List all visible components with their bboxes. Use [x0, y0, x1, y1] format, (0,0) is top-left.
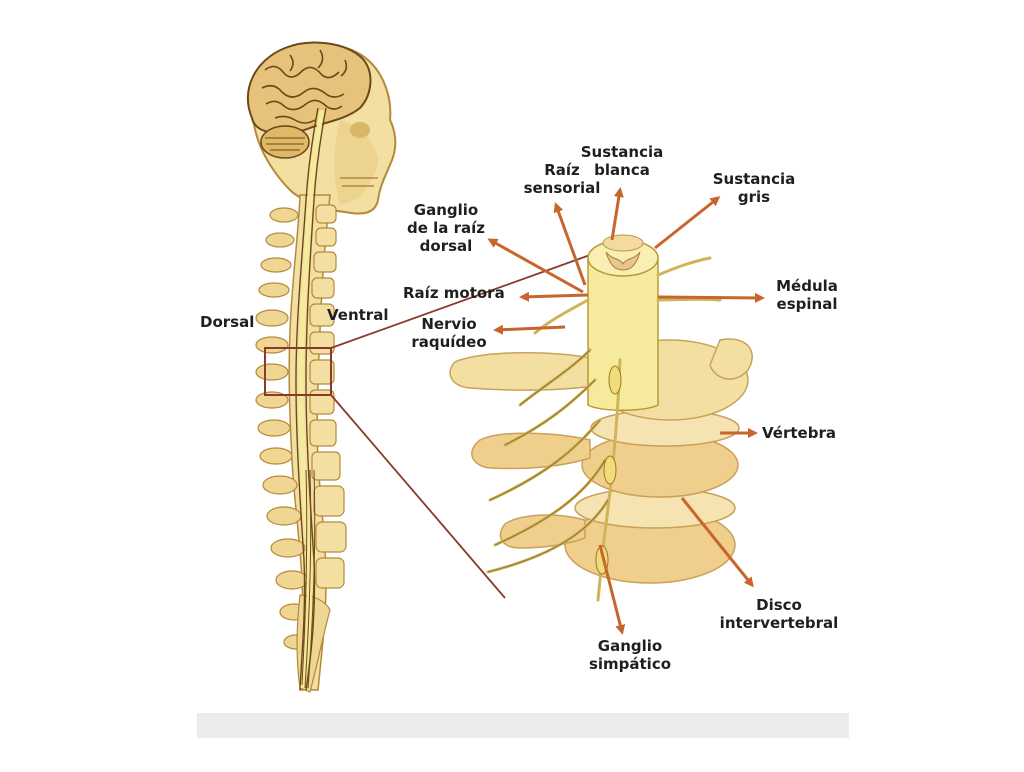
label-sustancia-gris: Sustancia gris [712, 170, 796, 206]
cord-cap [602, 234, 644, 252]
label-ventral: Ventral [327, 306, 389, 324]
arrow-icon [610, 187, 624, 241]
footer-strip [197, 713, 849, 738]
label-ganglio-raiz-dorsal: Ganglio de la raíz dorsal [406, 201, 485, 255]
label-raiz-sensorial: Raíz sensorial [523, 161, 601, 197]
spinal-cord-2 [305, 107, 327, 691]
arrow-icon [493, 324, 566, 335]
nerve-outlines [487, 349, 609, 573]
label-vertebra: Vértebra [762, 424, 836, 442]
face-shading [334, 120, 378, 205]
transverse-process-left [449, 351, 601, 391]
body-figure [246, 41, 591, 693]
transverse-process-left-2 [471, 432, 591, 470]
label-arrows [487, 187, 765, 635]
cerebellum [260, 125, 310, 159]
arrow-icon [654, 196, 721, 250]
zoom-line-bottom [330, 394, 506, 599]
vertebral-bodies [309, 204, 347, 589]
arrow-icon [519, 291, 589, 302]
teeth [340, 177, 378, 187]
cauda-equina [301, 469, 316, 689]
arrow-icon [680, 497, 754, 588]
brain [246, 41, 372, 135]
brain-gyri [261, 49, 348, 124]
medulla-column [587, 257, 659, 411]
arrow-icon [657, 292, 765, 303]
gray-matter [605, 251, 641, 271]
label-dorsal: Dorsal [200, 313, 255, 331]
arrow-icon [598, 544, 626, 635]
arrow-icon [553, 202, 587, 286]
enlarged-segment [449, 234, 753, 602]
arrow-icon [487, 238, 584, 294]
label-disco-intervertebral: Disco intervertebral [719, 596, 839, 632]
label-medula-espinal: Médula espinal [776, 277, 838, 313]
eye-socket [350, 122, 370, 138]
highlight-box [264, 347, 332, 396]
label-sustancia-blanca: Sustancia blanca [580, 143, 664, 179]
spinous-process-right [709, 338, 753, 380]
label-nervio-raquideo: Nervio raquídeo [411, 315, 487, 351]
spinal-cord [295, 107, 319, 691]
cerebellum-folia [265, 137, 305, 151]
label-raiz-motora: Raíz motora [403, 284, 505, 302]
label-ganglio-simpatico: Ganglio simpático [588, 637, 672, 673]
